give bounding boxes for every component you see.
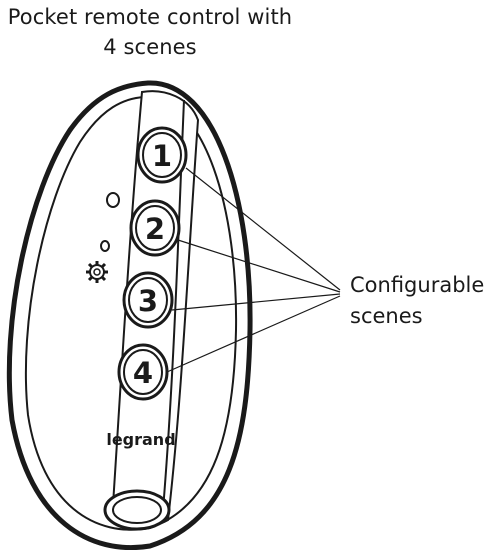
scene-button-4-label: 4 [133,356,153,390]
scene-button-2[interactable]: 2 [129,199,181,257]
title-line-2: 4 scenes [103,35,197,59]
led-indicator-large [106,192,120,208]
scene-button-3-label: 3 [138,284,158,318]
title-line-1: Pocket remote control with [7,5,293,29]
scene-button-4[interactable]: 4 [117,343,169,401]
callout-leader-lines [166,167,341,373]
leader-line-2 [177,239,341,293]
scene-button-3[interactable]: 3 [122,271,174,329]
gear-icon [86,261,108,283]
scene-button-1[interactable]: 1 [136,126,188,184]
leader-line-4 [166,295,341,373]
brand-logo: legrand [106,430,175,449]
callout-line-2: scenes [350,304,423,328]
diagram-title: Pocket remote control with 4 scenes [0,2,300,62]
scene-button-1-label: 1 [152,139,172,173]
leader-line-3 [171,293,341,311]
leader-line-1 [185,167,341,291]
callout-line-1: Configurable [350,273,485,297]
remote-inner-rim [24,95,238,531]
keyring-hole-inner [112,496,162,524]
led-indicator-small [100,240,110,252]
scene-button-2-label: 2 [145,212,165,246]
callout-label: Configurable scenes [350,270,484,332]
